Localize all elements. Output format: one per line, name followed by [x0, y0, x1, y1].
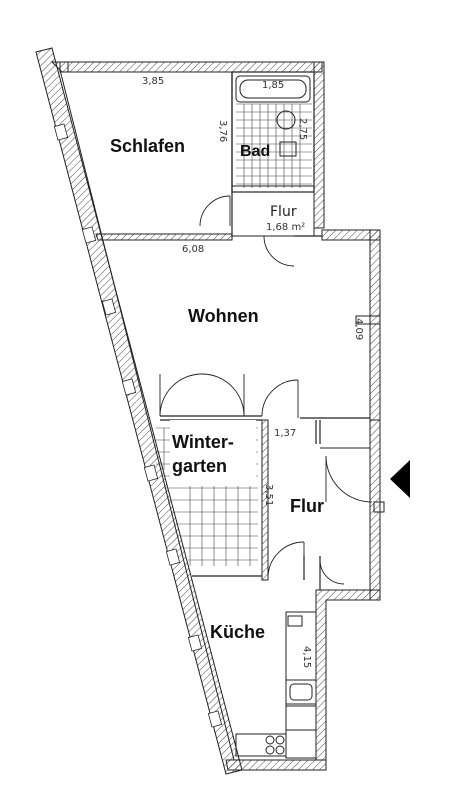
dimension-185: 1,85 [262, 80, 284, 91]
dimension-351: 3,51 [263, 484, 274, 506]
dimension-415: 4,15 [301, 646, 312, 668]
room-label-wohnen: Wohnen [188, 306, 259, 326]
living-room-right-wall [321, 229, 381, 421]
window-markers [53, 123, 223, 728]
dimension-409: 4,09 [353, 318, 364, 340]
room-label-kueche: Küche [210, 622, 265, 642]
living-room-bottom-wall [159, 373, 370, 421]
dimension-137: 1,37 [274, 428, 296, 439]
room-label-flur-main: Flur [290, 496, 324, 516]
main-hallway [267, 419, 385, 601]
room-label-bad: Bad [240, 143, 270, 160]
bathroom-tiles [236, 103, 312, 188]
kitchen [225, 589, 381, 771]
small-hallway [199, 191, 315, 267]
dimension-376: 3,76 [217, 120, 228, 142]
room-label-wintergarten-1: Winter- [172, 432, 234, 452]
room-label-wintergarten-2: garten [172, 456, 227, 476]
room-area-flur-top: 1,68 m² [266, 222, 305, 233]
winter-garden [156, 419, 269, 581]
dimension-385: 3,85 [142, 76, 164, 87]
room-label-schlafen: Schlafen [110, 136, 185, 156]
dimension-608: 6,08 [182, 244, 204, 255]
dimension-275: 2,75 [297, 118, 308, 140]
entrance-arrow-icon [390, 460, 410, 498]
room-label-flur-top: Flur [270, 204, 297, 220]
slanted-exterior-wall [35, 47, 243, 775]
